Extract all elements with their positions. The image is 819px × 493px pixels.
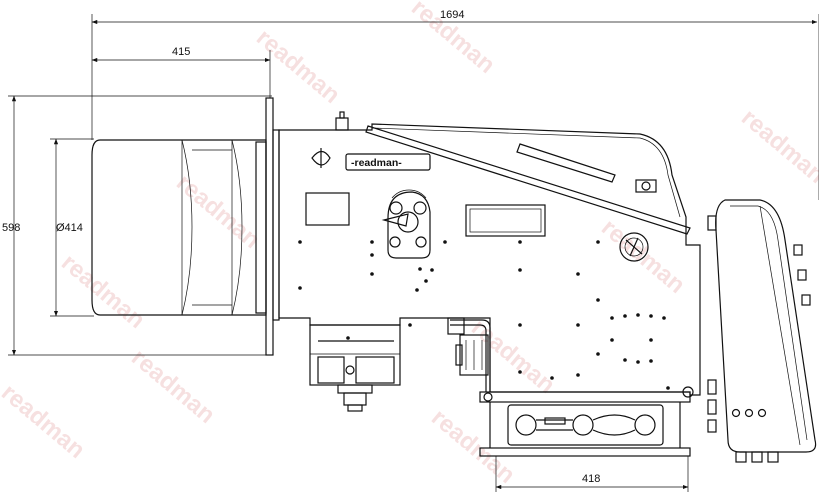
watermark: readman	[426, 404, 520, 489]
connector-block	[635, 179, 657, 193]
hinged-cover	[365, 125, 691, 235]
flame-window	[619, 232, 649, 262]
dimension-overall-length: 1694	[91, 9, 819, 200]
top-valve	[335, 111, 349, 131]
watermark: readman	[171, 169, 265, 254]
gas-fitting	[337, 384, 373, 412]
burner-housing	[278, 123, 701, 396]
dim-base-width-label: 418	[582, 473, 600, 485]
dim-overall-length-label: 1694	[440, 9, 464, 21]
dim-diameter-label: Ø414	[56, 222, 83, 234]
watermark: readman	[0, 379, 90, 464]
watermark: readman	[466, 314, 560, 399]
air-intake	[309, 324, 401, 386]
dim-head-length-label: 415	[172, 46, 190, 58]
rating-plate-inner	[469, 208, 542, 233]
logo-text: -readman-	[351, 157, 402, 169]
valve-train-base	[479, 386, 694, 457]
dimension-height: 598	[2, 95, 272, 356]
dimension-head-length: 415	[91, 46, 271, 98]
pipe-run	[447, 317, 491, 392]
watermark: readman	[56, 249, 150, 334]
dimension-base-width: 418	[495, 456, 689, 492]
brand-logo: -readman-	[345, 153, 431, 171]
pump-unit	[455, 334, 489, 376]
sight-glass	[311, 148, 331, 168]
label-plate	[305, 192, 350, 226]
dimension-blast-tube-diameter: Ø414	[50, 138, 94, 317]
watermark: readman	[596, 214, 690, 299]
mounting-flange	[265, 97, 280, 356]
dim-height-label: 598	[2, 222, 20, 234]
hole-pattern	[298, 240, 670, 390]
air-damper-servo	[381, 189, 431, 259]
watermark: readman	[736, 104, 819, 189]
rating-plate	[465, 204, 546, 237]
housing-slot	[516, 143, 616, 183]
watermark: readman	[126, 344, 220, 429]
control-box	[707, 199, 817, 463]
